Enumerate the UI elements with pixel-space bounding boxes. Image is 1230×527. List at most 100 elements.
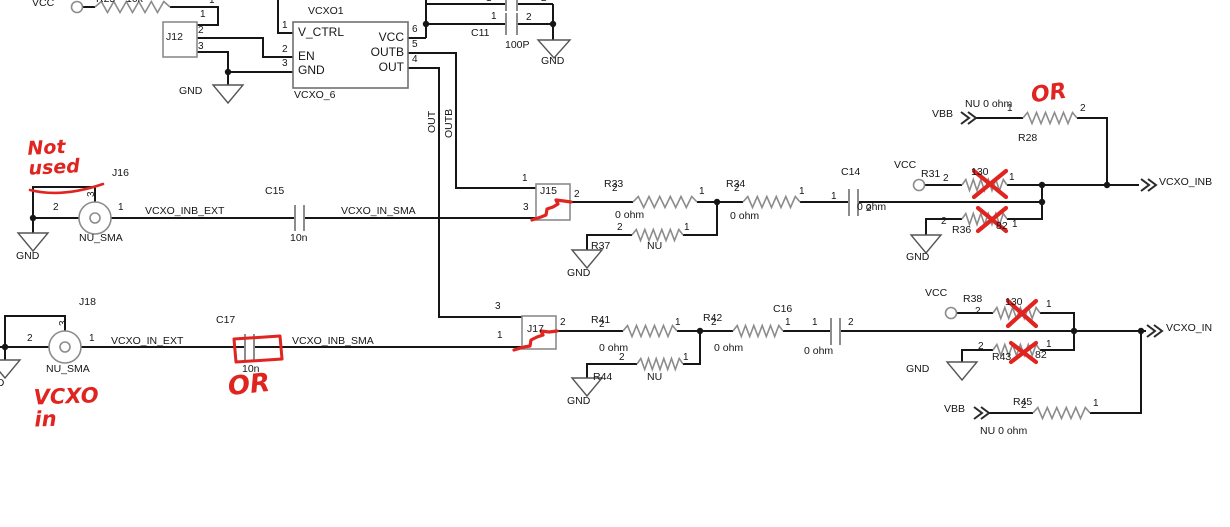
junction-dots	[1, 20, 1145, 351]
gnd-symbol-r37	[570, 249, 604, 270]
r45-pin1: 1	[1093, 398, 1099, 409]
gnd-label-c11: GND	[541, 55, 565, 67]
gnd-symbol-j16	[16, 232, 50, 253]
red-jumper-mark-j17-icon	[512, 329, 559, 352]
j15-pin1: 1	[522, 173, 528, 184]
vcc-label-r31: VCC	[894, 159, 917, 171]
gnd-label-j18: GND	[0, 377, 5, 389]
gnd-symbol-r36	[909, 234, 943, 255]
r31-ref: R31	[921, 168, 941, 180]
r44-ref: R44	[593, 371, 613, 383]
r36-value: 82	[996, 220, 1008, 232]
annotation-or-bottom: OR	[226, 367, 272, 403]
capacitor-c14-symbol	[848, 189, 859, 216]
vcxo1-pin-vctrl: V_CTRL	[298, 25, 345, 39]
r43-pin1: 1	[1046, 339, 1052, 350]
vcxo1-pin-en: EN	[298, 49, 315, 63]
gnd-label-r37: GND	[567, 267, 591, 279]
net-label-vcxo-in-sma: VCXO_IN_SMA	[341, 205, 416, 217]
r28-ref: R28	[1018, 132, 1038, 144]
red-annotations	[28, 168, 1039, 365]
r28-pin1: 1	[1007, 103, 1013, 114]
vcc-terminal-r38-icon	[944, 306, 958, 320]
r34-pin2: 2	[734, 183, 740, 194]
r31-pin1: 1	[1009, 172, 1015, 183]
j18-type: NU_SMA	[46, 363, 90, 375]
vbb-port-top-icon	[960, 111, 978, 125]
port-label-vcxo-inb: VCXO_INB	[1159, 176, 1213, 188]
gnd-symbol-j12	[211, 84, 245, 105]
annotation-not-used: Not used	[26, 135, 81, 180]
vcc-terminal-top-icon	[70, 0, 84, 14]
j15-pin2: 2	[574, 189, 580, 200]
r45-value: NU 0 ohm	[980, 425, 1028, 437]
r34-pin1: 1	[799, 186, 805, 197]
resistor-r34-symbol	[742, 194, 801, 210]
vcxo1-pin-gnd: GND	[298, 63, 325, 77]
vcxo1-ref: VCXO1	[308, 5, 344, 17]
r34-ref: R34	[726, 178, 746, 190]
red-x-r38-icon	[1005, 298, 1039, 329]
j16-pin2: 2	[53, 202, 59, 213]
resistor-r41-symbol	[622, 323, 678, 339]
capacitor-c11-symbol	[505, 13, 518, 35]
red-jumper-mark-j15-icon	[530, 198, 573, 222]
r42-pin2: 2	[711, 317, 717, 328]
r36-ref: R36	[952, 224, 972, 236]
c16-pin2: 2	[848, 317, 854, 328]
r25-value: 10k	[126, 0, 143, 6]
r38-value: 130	[1005, 296, 1023, 308]
r31-pin2: 2	[943, 173, 949, 184]
wire-vcc-pin6	[408, 0, 427, 39]
wire-r44	[586, 331, 701, 378]
j17-ref: J17	[527, 323, 544, 335]
r36-pin1: 1	[1012, 219, 1018, 230]
c16-pin1: 1	[812, 317, 818, 328]
vbb-port-bottom-icon	[973, 406, 991, 420]
gnd-symbol-j18	[0, 359, 22, 380]
wire-out	[408, 67, 522, 318]
net-label-vcxo-in-ext: VCXO_IN_EXT	[111, 335, 184, 347]
port-chevrons	[960, 111, 1164, 420]
r41-ref: R41	[591, 314, 611, 326]
c11-value: 100P	[505, 39, 530, 51]
wire-j12-pin2-en	[197, 37, 293, 58]
red-x-r31-icon	[971, 168, 1009, 200]
vbb-label-r45: VBB	[944, 403, 966, 415]
vcxo1-pin6-num: 6	[412, 24, 418, 35]
port-label-vcxo-in: VCXO_IN	[1166, 322, 1213, 334]
resistor-r45-symbol	[1032, 405, 1091, 421]
c17-value: 10n	[242, 363, 260, 375]
red-underline-not-used-icon	[28, 182, 105, 195]
j17-pin3: 3	[495, 301, 501, 312]
jumper-j12-body	[162, 21, 198, 58]
j16-pin1: 1	[118, 202, 124, 213]
sma-connector-j16-icon	[78, 201, 112, 235]
c15-value: 10n	[290, 232, 308, 244]
vcxo1-pin-vcc: VCC	[378, 30, 404, 44]
resistor-r28-symbol	[1022, 110, 1078, 126]
wire-r28	[976, 117, 1108, 185]
vcxo1-body	[292, 21, 409, 89]
gnd-label-j12: GND	[179, 85, 203, 97]
c16-ref: C16	[773, 303, 793, 315]
capacitor-c15-symbol	[294, 205, 305, 231]
vcc-label-top: VCC	[32, 0, 55, 9]
net-label-outb: OUTB	[443, 108, 455, 138]
c11-pin1: 1	[491, 11, 497, 22]
red-x-r43-icon	[1008, 340, 1039, 365]
wire-cap-top	[426, 3, 554, 40]
cap-top-pin1: 1	[486, 0, 492, 4]
r25-ref: R25	[96, 0, 115, 6]
c17-ref: C17	[216, 314, 236, 326]
j15-ref: J15	[540, 185, 557, 197]
cap-top-pin2: 2	[541, 0, 547, 4]
gnd-label-r36: GND	[906, 251, 930, 263]
r37-pin2: 2	[617, 222, 623, 233]
red-box-c17-icon	[232, 334, 284, 364]
c14-pin2: 2	[866, 203, 872, 214]
vbb-label-r28: VBB	[932, 108, 954, 120]
wire-r37	[586, 202, 718, 250]
vcxo1-pin2-num: 2	[282, 44, 288, 55]
vcc-terminal-r31-icon	[912, 178, 926, 192]
